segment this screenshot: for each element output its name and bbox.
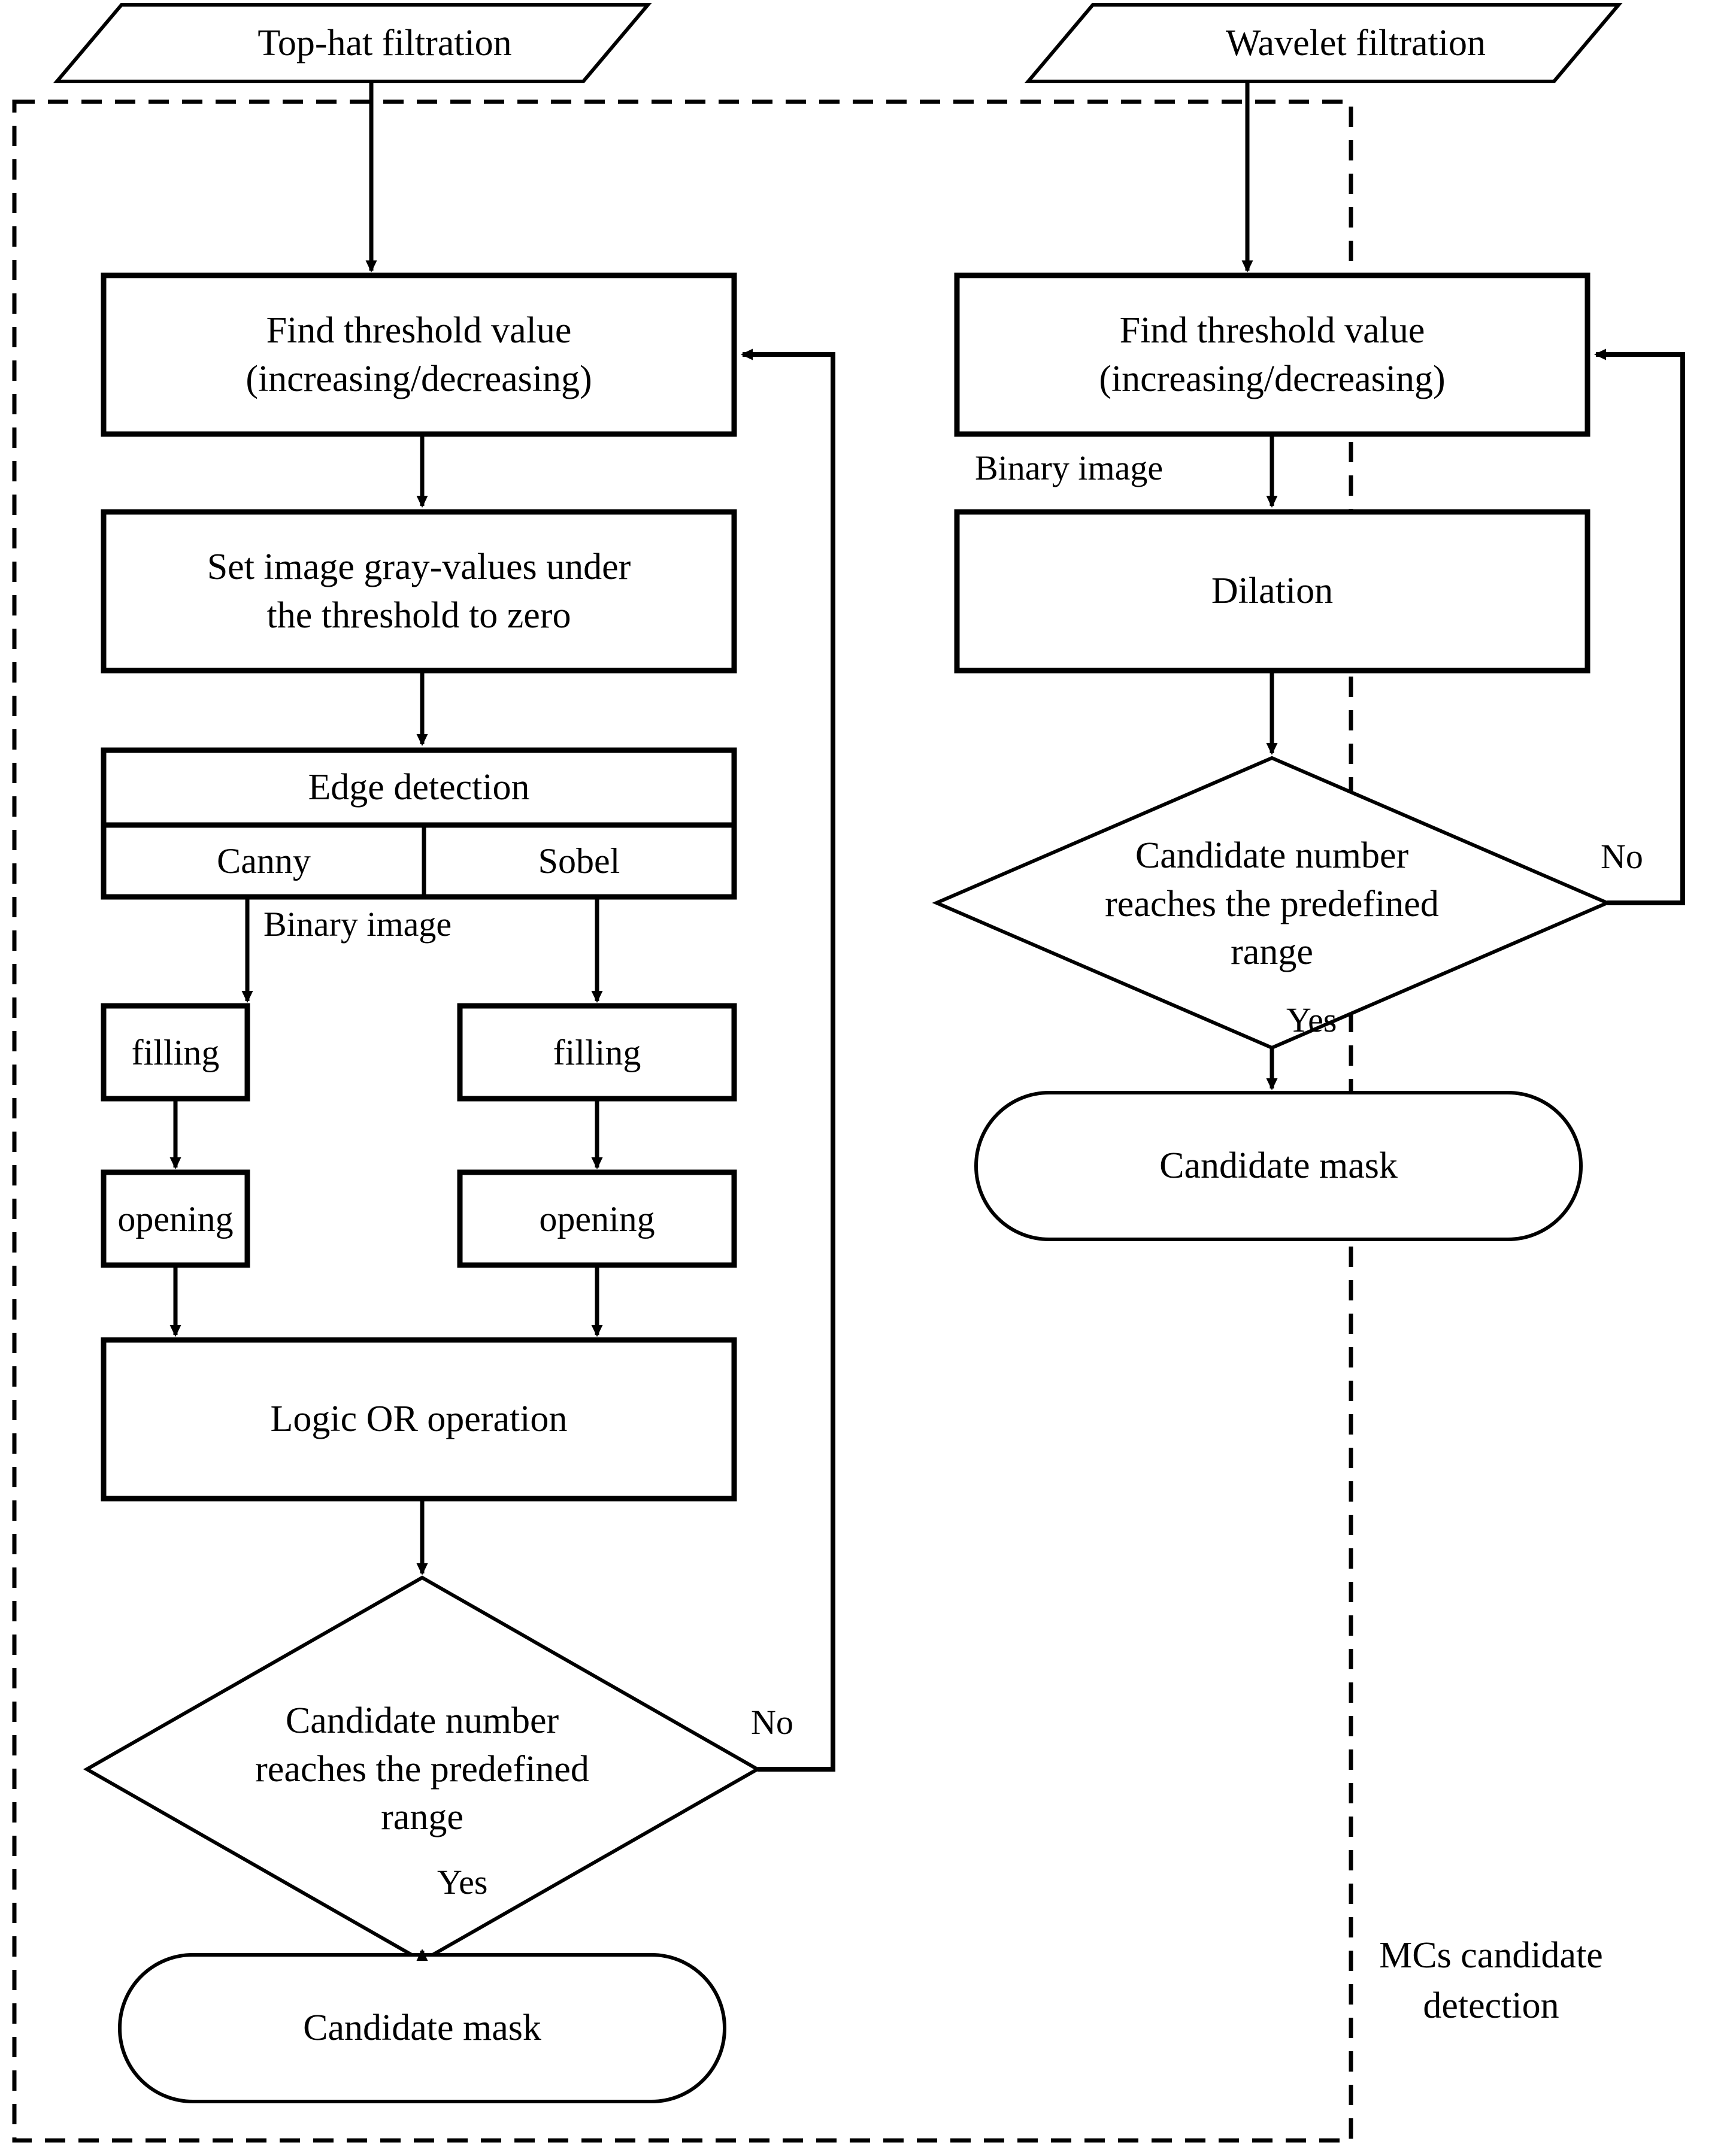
group-label-mcs-candidate-detection: MCs candidate detection [1311, 1931, 1671, 2031]
box-find-threshold-left [101, 272, 737, 437]
box-dilation [954, 509, 1590, 674]
feedback-loop-left [741, 348, 835, 1772]
box-opening-right [457, 1169, 737, 1268]
yes-text-left: Yes [437, 1863, 488, 1902]
edge-label-yes-right: Yes [1286, 1000, 1337, 1040]
top-hat-filtration-parallelogram-outline [53, 3, 652, 83]
binary-image-text-left: Binary image [263, 905, 452, 944]
wavelet-filtration-parallelogram-outline [1024, 3, 1623, 83]
terminal-candidate-mask-left [118, 1953, 726, 2103]
terminal-candidate-mask-right [974, 1091, 1583, 1241]
binary-image-text-right: Binary image [975, 448, 1164, 487]
yes-text-right: Yes [1286, 1000, 1337, 1039]
feedback-loop-right [1594, 348, 1685, 905]
diamond-candidate-check-left [83, 1575, 762, 1963]
edge-label-yes-left: Yes [437, 1862, 487, 1902]
box-opening-left [101, 1169, 250, 1268]
no-text-left: No [751, 1703, 793, 1742]
no-text-right: No [1601, 837, 1643, 876]
box-logic-or-operation [101, 1337, 737, 1502]
edge-label-binary-image-right: Binary image [975, 448, 1163, 488]
diamond-candidate-check-right [932, 756, 1612, 1050]
box-set-gray-values [101, 509, 737, 674]
group-label-line1: MCs candidate [1379, 1935, 1603, 1976]
edge-label-no-left: No [751, 1702, 793, 1742]
edge-label-no-right: No [1601, 836, 1643, 877]
box-edge-detection [101, 747, 737, 828]
box-filling-left [101, 1003, 250, 1102]
box-filling-right [457, 1003, 737, 1102]
group-label-line2: detection [1423, 1985, 1559, 2026]
box-find-threshold-right [954, 272, 1590, 437]
edge-label-binary-image-left: Binary image [263, 904, 452, 944]
box-edge-detection-methods [101, 822, 737, 900]
